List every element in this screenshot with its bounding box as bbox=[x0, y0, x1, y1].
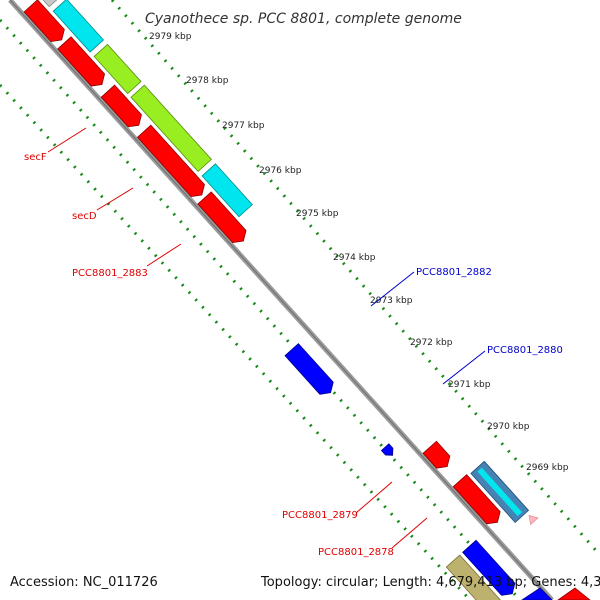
gene-forward[interactable] bbox=[136, 124, 208, 201]
kbp-label: 2970 kbp bbox=[487, 422, 530, 432]
kbp-label: 2973 kbp bbox=[370, 296, 413, 306]
kbp-label: 2979 kbp bbox=[149, 32, 192, 42]
genome-summary-text: Topology: circular; Length: 4,679,413 bp… bbox=[260, 575, 600, 590]
gene-olive[interactable] bbox=[445, 554, 508, 600]
forward-strand-genes bbox=[23, 0, 504, 529]
gene-forward[interactable] bbox=[23, 0, 68, 46]
inner-tick-rings bbox=[0, 18, 522, 600]
map-title: Cyanothece sp. PCC 8801, complete genome bbox=[145, 11, 462, 27]
gene-green-secd[interactable] bbox=[130, 84, 212, 173]
gene-pink[interactable] bbox=[525, 512, 539, 526]
kbp-label: 2977 kbp bbox=[222, 121, 265, 131]
kbp-label: 2971 kbp bbox=[448, 380, 491, 390]
kbp-label: 2978 kbp bbox=[186, 76, 229, 86]
second-ring-genes bbox=[21, 0, 539, 526]
gene-label-2879[interactable]: PCC8801_2879 bbox=[282, 510, 358, 521]
gene-steel-2878[interactable] bbox=[470, 460, 530, 523]
inner-tick-line-bottom bbox=[0, 83, 472, 600]
inner-tick-line-top bbox=[0, 18, 522, 600]
kbp-label: 2975 kbp bbox=[296, 209, 339, 219]
gene-forward[interactable] bbox=[100, 84, 145, 131]
gene-callouts: secF secD PCC8801_2883 PCC8801_2882 PCC8… bbox=[24, 127, 563, 558]
kbp-label: 2974 kbp bbox=[333, 253, 376, 263]
kbp-label: 2969 kbp bbox=[526, 463, 569, 473]
gene-reverse-2880[interactable] bbox=[380, 443, 396, 459]
gene-label-2878[interactable]: PCC8801_2878 bbox=[318, 547, 394, 558]
gene-forward[interactable] bbox=[57, 36, 109, 91]
gene-label-2882[interactable]: PCC8801_2882 bbox=[416, 267, 492, 278]
kbp-labels: 2979 kbp 2978 kbp 2977 kbp 2976 kbp 2975… bbox=[149, 32, 569, 473]
gene-reverse[interactable] bbox=[462, 539, 519, 600]
kbp-label: 2972 kbp bbox=[410, 338, 453, 348]
genome-backbone bbox=[8, 0, 554, 600]
gene-label-2883[interactable]: PCC8801_2883 bbox=[72, 268, 148, 279]
accession-text: Accession: NC_011726 bbox=[10, 575, 158, 590]
bottom-edge-genes bbox=[521, 587, 591, 600]
gene-forward[interactable] bbox=[197, 191, 250, 247]
gene-grey[interactable] bbox=[21, 0, 64, 8]
gene-cyan[interactable] bbox=[52, 0, 105, 53]
gene-forward[interactable] bbox=[452, 474, 504, 529]
reverse-strand-genes bbox=[284, 343, 519, 600]
gene-label-secd[interactable]: secD bbox=[72, 211, 97, 222]
gene-forward[interactable] bbox=[422, 440, 454, 472]
gene-label-secf[interactable]: secF bbox=[24, 152, 47, 163]
gene-green-secf[interactable] bbox=[93, 43, 142, 95]
gene-label-2880[interactable]: PCC8801_2880 bbox=[487, 345, 563, 356]
kbp-label: 2976 kbp bbox=[259, 166, 302, 176]
gene-cyan-2883[interactable] bbox=[201, 163, 253, 218]
gene-reverse-2882[interactable] bbox=[284, 343, 337, 399]
